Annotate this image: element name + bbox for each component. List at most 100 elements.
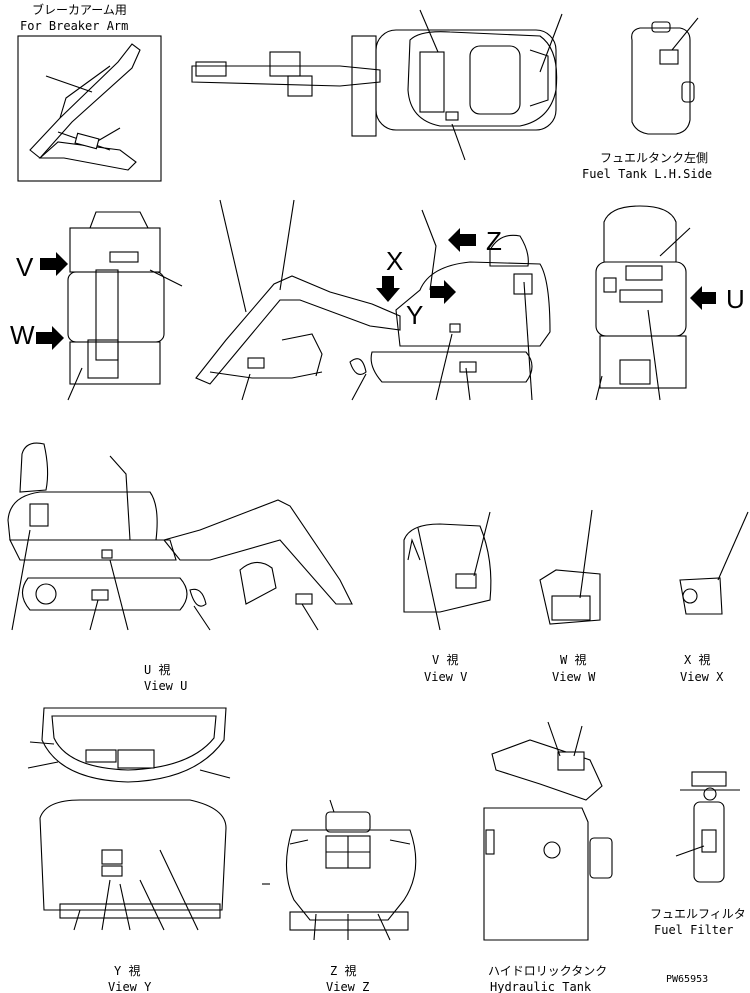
u-track bbox=[21, 577, 188, 611]
machine-top-view bbox=[191, 9, 563, 161]
side-seat bbox=[489, 234, 529, 267]
top-leader-3 bbox=[539, 13, 563, 73]
top-body bbox=[375, 29, 557, 131]
fuel-tank-jp-label: フュエルタンク左側 bbox=[600, 150, 708, 165]
hydraulic-tank: ハイドロリックタンク Hydraulic Tank bbox=[483, 721, 613, 993]
y-decal-2 bbox=[101, 849, 123, 865]
arrow-v bbox=[40, 252, 68, 276]
fuel-filter-body bbox=[693, 801, 725, 883]
view-x-jp-label: X 視 bbox=[684, 652, 710, 667]
u-boom bbox=[163, 499, 353, 605]
v-decal bbox=[455, 573, 477, 589]
top-seat bbox=[469, 45, 521, 115]
x-body bbox=[679, 577, 723, 615]
marker-w: W bbox=[10, 320, 35, 350]
front-leader-1 bbox=[149, 269, 183, 287]
front-canopy-frame bbox=[69, 227, 161, 273]
view-w-jp-label: W 視 bbox=[560, 652, 586, 667]
view-v-drawing: V 視 View V bbox=[403, 511, 492, 684]
breaker-decal bbox=[74, 132, 100, 150]
breaker-arm-inset: ブレーカアーム用 For Breaker Arm bbox=[17, 2, 162, 182]
breaker-boom bbox=[29, 43, 141, 159]
top-track-left bbox=[351, 35, 377, 137]
w-body bbox=[539, 569, 601, 625]
top-leader-1 bbox=[419, 9, 439, 53]
hyd-filter bbox=[589, 837, 613, 879]
front-decal bbox=[109, 251, 139, 263]
machine-side-view: X Z Y bbox=[195, 199, 551, 401]
arrow-z bbox=[448, 228, 476, 252]
breaker-leader-1 bbox=[45, 75, 93, 93]
y-body bbox=[39, 799, 227, 911]
front-blade bbox=[69, 341, 161, 385]
fuel-tank-decal bbox=[659, 49, 679, 65]
view-z-jp-label: Z 視 bbox=[330, 963, 356, 978]
rear-decal bbox=[625, 265, 663, 281]
view-u-jp-label: U 視 bbox=[144, 662, 170, 677]
breaker-arm-frame bbox=[17, 35, 162, 182]
front-body bbox=[67, 271, 165, 343]
arrow-u bbox=[690, 286, 716, 310]
view-x-en-label: View X bbox=[680, 670, 724, 684]
hyd-tank-jp-label: ハイドロリックタンク bbox=[488, 964, 607, 978]
breaker-arm-jp-label: ブレーカアーム用 bbox=[32, 2, 127, 17]
v-body bbox=[403, 523, 492, 613]
view-w-en-label: View W bbox=[552, 670, 596, 684]
y-canopy-top bbox=[41, 707, 227, 783]
side-body bbox=[395, 261, 551, 347]
fuel-tank-lh-side: フュエルタンク左側 Fuel Tank L.H.Side bbox=[582, 17, 712, 181]
marker-x: X bbox=[386, 246, 403, 276]
view-x-drawing: X 視 View X bbox=[679, 511, 749, 684]
machine-rear-view: U bbox=[595, 205, 745, 401]
side-leader-2 bbox=[279, 199, 295, 291]
view-y-en-label: View Y bbox=[108, 980, 152, 993]
view-y-drawing: Y 視 View Y bbox=[27, 707, 231, 993]
view-z-drawing: Z 視 View Z bbox=[262, 799, 417, 993]
y-decal-1 bbox=[117, 749, 155, 769]
marker-v: V bbox=[16, 252, 34, 282]
side-decal-body bbox=[513, 273, 533, 295]
side-bucket bbox=[281, 333, 323, 377]
view-v-en-label: View V bbox=[424, 670, 467, 684]
machine-front-view: V W bbox=[10, 211, 183, 401]
fuel-filter-jp-label: フュエルフィルタ bbox=[650, 907, 746, 921]
fuel-tank-body bbox=[631, 27, 691, 135]
hyd-decal-1 bbox=[557, 751, 585, 771]
top-boom bbox=[191, 65, 381, 87]
view-y-jp-label: Y 視 bbox=[114, 963, 140, 978]
view-v-jp-label: V 視 bbox=[432, 652, 458, 667]
view-w-drawing: W 視 View W bbox=[539, 509, 601, 684]
drawing-number: PW65953 bbox=[666, 974, 708, 985]
rear-leader-1 bbox=[659, 227, 691, 257]
breaker-leader-2 bbox=[95, 127, 121, 143]
side-track bbox=[370, 351, 533, 383]
fuel-filter-en-label: Fuel Filter bbox=[654, 923, 733, 937]
top-decal bbox=[445, 111, 459, 121]
breaker-arm-en-label: For Breaker Arm bbox=[20, 19, 128, 33]
top-leader-2 bbox=[451, 123, 466, 161]
side-decal-boom bbox=[247, 357, 265, 369]
fuel-tank-leader bbox=[671, 17, 699, 51]
u-decal-1 bbox=[29, 503, 49, 527]
fuel-filter: フュエルフィルタ Fuel Filter bbox=[650, 771, 746, 937]
fuel-filter-decal bbox=[701, 829, 717, 853]
z-body bbox=[285, 829, 417, 921]
marker-u: U bbox=[726, 284, 745, 314]
side-boom bbox=[195, 275, 401, 385]
view-u-drawing: U 視 View U bbox=[7, 442, 353, 693]
hyd-tank-arm bbox=[491, 739, 603, 801]
marker-y: Y bbox=[406, 300, 423, 330]
side-leader-1 bbox=[219, 199, 247, 313]
w-decal bbox=[551, 595, 591, 621]
breaker-arm-link bbox=[38, 141, 137, 171]
front-leader-2 bbox=[67, 367, 83, 401]
view-z-en-label: View Z bbox=[326, 980, 369, 993]
view-u-en-label: View U bbox=[144, 679, 187, 693]
rear-seat bbox=[603, 205, 677, 263]
arrow-w bbox=[36, 326, 64, 350]
marker-z: Z bbox=[486, 226, 502, 256]
hyd-tank-body bbox=[483, 807, 589, 941]
hyd-tank-en-label: Hydraulic Tank bbox=[490, 980, 592, 993]
arrow-x bbox=[376, 276, 400, 302]
